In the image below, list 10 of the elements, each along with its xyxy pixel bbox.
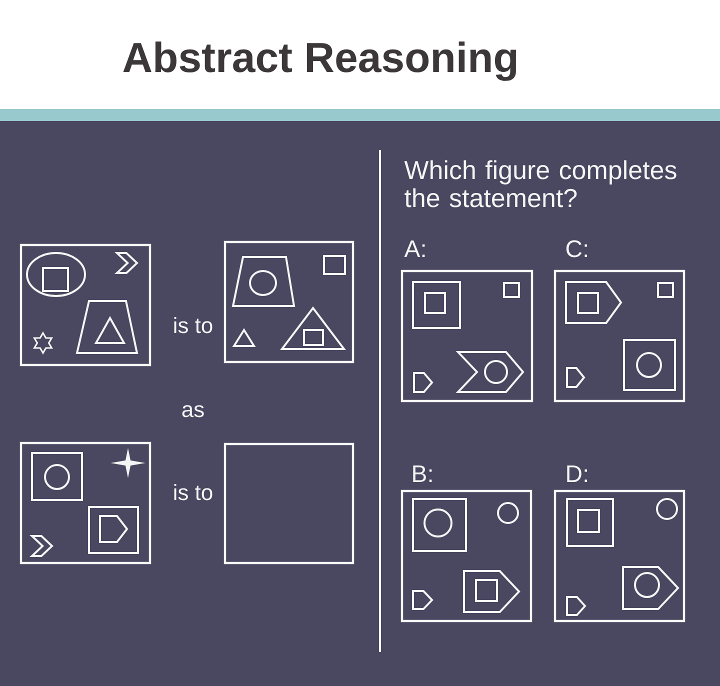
relation-text: is to <box>174 484 212 500</box>
option-label: C: <box>566 240 587 258</box>
title: Abstract Reasoning <box>123 42 516 81</box>
question-text: Which figure completes the statement? <box>404 160 676 208</box>
option-label: B: <box>413 466 432 482</box>
option-label: D: <box>567 466 587 482</box>
relation-text: as <box>182 405 204 418</box>
option-label: A: <box>404 240 425 257</box>
empty-panel <box>224 442 354 564</box>
relation-text: is to <box>174 317 212 334</box>
